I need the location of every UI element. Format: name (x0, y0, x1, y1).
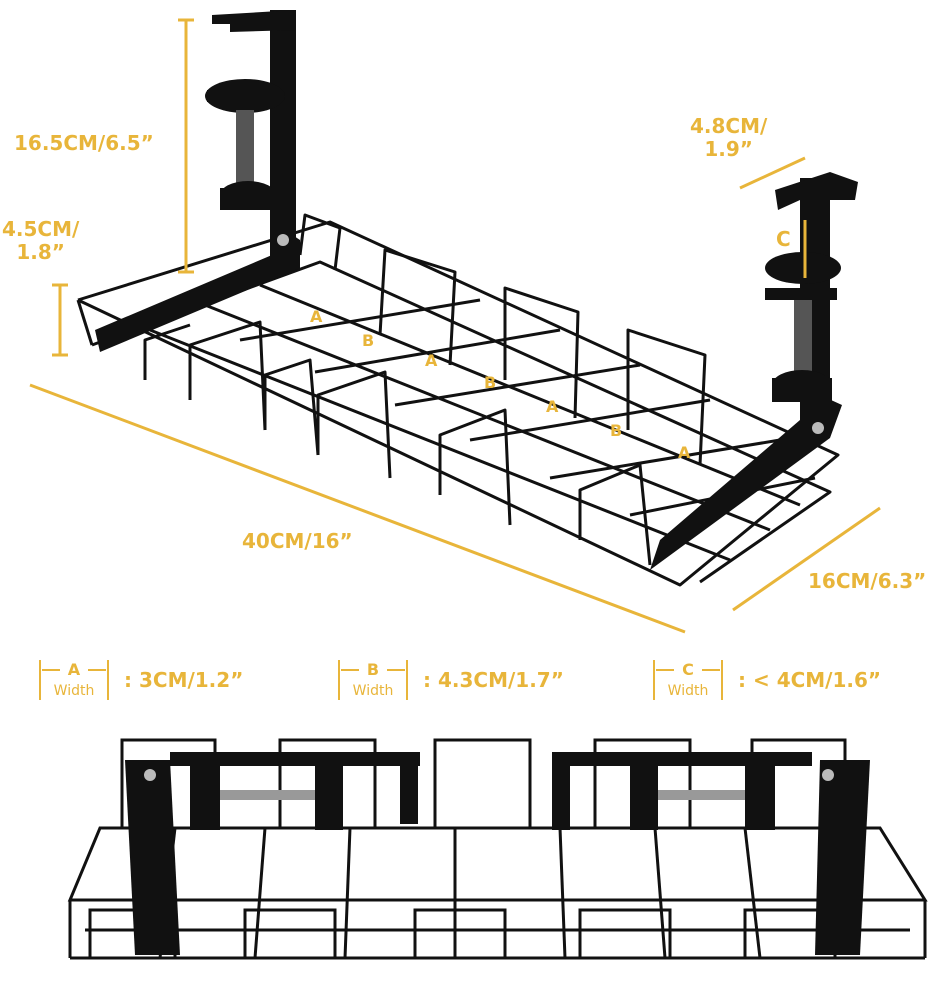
side-height-line1: 4.5CM/ (2, 217, 80, 241)
gap-marker: A (310, 307, 323, 326)
gap-marker: A (425, 351, 438, 370)
dimension-lines (29, 18, 881, 634)
front-clamps (125, 752, 870, 955)
legend-letter: B (366, 660, 380, 679)
width-bracket-icon (39, 660, 109, 700)
clamp-gap-marker: C (776, 227, 791, 251)
depth-dimension-label: 16CM/6.3” (808, 569, 927, 593)
legend-value: : 3CM/1.2” (124, 668, 243, 692)
legend-caption: Width (667, 683, 709, 699)
legend-value: : 4.3CM/1.7” (423, 668, 564, 692)
clamp-width-line1: 4.8CM/ (690, 114, 768, 138)
legend-separator: : (124, 668, 132, 692)
length-dimension-label: 40CM/16” (242, 529, 353, 553)
wire-tray-perspective (76, 213, 840, 587)
legend-separator: : (423, 668, 431, 692)
right-clamp-bracket (650, 172, 858, 570)
side-height-line2: 1.8” (16, 240, 65, 264)
side-height-dimension-label: 4.5CM/ 1.8” (2, 218, 79, 264)
gap-marker: B (610, 421, 623, 440)
legend-letter: C (682, 660, 694, 679)
height-dimension-label: 16.5CM/6.5” (14, 131, 154, 155)
clamp-width-line2: 1.9” (704, 137, 753, 161)
width-bracket-icon (653, 660, 723, 700)
legend-caption: Width (53, 683, 95, 699)
gap-marker: B (484, 373, 497, 392)
gap-marker: B (362, 331, 375, 350)
legend-value-text: < 4CM/1.6” (752, 668, 882, 692)
clamp-width-dimension-label: 4.8CM/ 1.9” (690, 115, 767, 161)
width-bracket-icon (338, 660, 408, 700)
gap-marker: A (546, 397, 559, 416)
legend-caption: Width (352, 683, 394, 699)
legend-value-text: 3CM/1.2” (138, 668, 244, 692)
legend-value-text: 4.3CM/1.7” (437, 668, 564, 692)
legend-letter: A (67, 660, 81, 679)
legend-separator: : (738, 668, 746, 692)
legend-value: : < 4CM/1.6” (738, 668, 881, 692)
left-clamp-bracket (95, 10, 300, 352)
gap-marker: A (678, 443, 691, 462)
